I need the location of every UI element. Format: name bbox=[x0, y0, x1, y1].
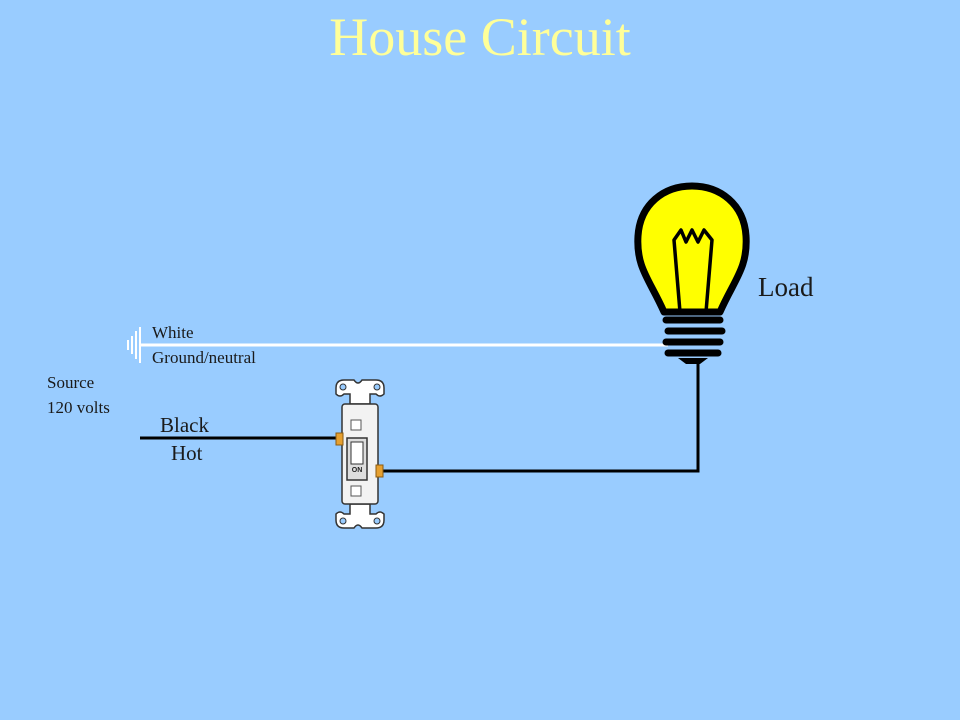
switch-terminal-load bbox=[375, 464, 384, 478]
ground-neutral-label: Ground/neutral bbox=[152, 348, 256, 367]
light-switch: ON bbox=[335, 379, 385, 529]
hot-wire-load bbox=[378, 360, 700, 473]
source-label: Source bbox=[47, 373, 95, 392]
ground-symbol-icon bbox=[127, 327, 141, 363]
switch-terminal-line bbox=[335, 432, 344, 446]
slide-title: House Circuit bbox=[329, 7, 631, 67]
white-wire-label: White bbox=[152, 323, 194, 342]
switch-on-label: ON bbox=[352, 467, 363, 474]
load-label: Load bbox=[758, 272, 814, 302]
voltage-label: 120 volts bbox=[47, 398, 110, 417]
light-bulb-icon bbox=[634, 182, 750, 364]
black-wire-label: Black bbox=[160, 413, 209, 437]
hot-wire-label: Hot bbox=[171, 441, 203, 465]
